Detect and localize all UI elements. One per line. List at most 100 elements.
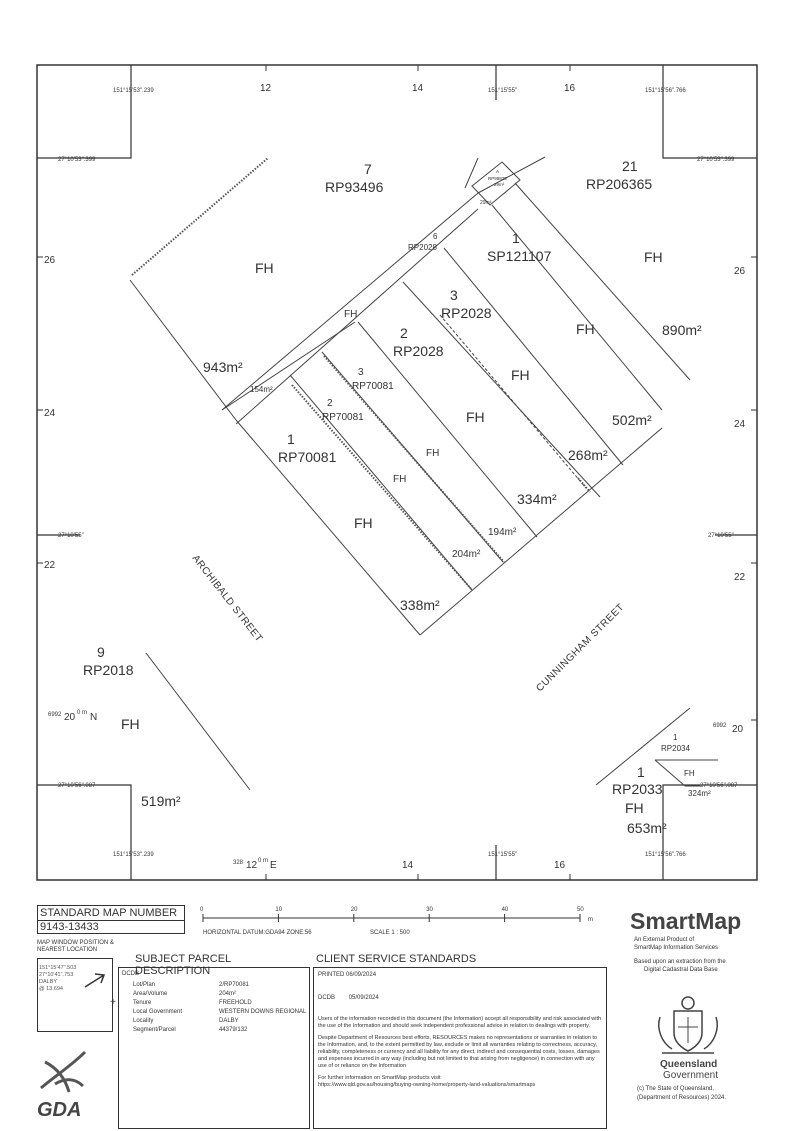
coord-tl-lat: 27°10'53".399 xyxy=(58,157,96,163)
dcdb-label: DCDB xyxy=(318,995,336,1001)
lot-21: 21 xyxy=(622,158,638,174)
smartmap-sub-4: Digital Cadastral Data Base xyxy=(644,967,718,973)
area-338: 338m² xyxy=(400,597,440,613)
tenure-fh-1d: FH xyxy=(625,800,644,816)
lot-7: 7 xyxy=(364,161,372,177)
grid-top-16: 16 xyxy=(564,83,576,94)
grid-right-22: 22 xyxy=(734,572,746,583)
subject-row-label: Area/Volume xyxy=(133,991,168,997)
area-890: 890m² xyxy=(662,322,702,338)
subject-row: Locality DALBY xyxy=(133,1018,309,1025)
subject-row-value: DALBY xyxy=(219,1018,239,1024)
subject-row-value: WESTERN DOWNS REGIONAL xyxy=(219,1009,307,1015)
coord-tm-lon: 151°15'55" xyxy=(488,88,517,94)
subject-row-value: 44379/132 xyxy=(219,1027,248,1033)
direction-arrow-icon xyxy=(84,973,106,988)
area-324: 324m² xyxy=(688,789,711,798)
lot-1-rp2034: 1 xyxy=(673,733,678,742)
tenure-fh-7: FH xyxy=(255,260,274,276)
tenure-fh-3: FH xyxy=(511,367,530,383)
grid-right-24: 24 xyxy=(734,419,746,430)
smartmap-url[interactable]: https://www.qld.gov.au/housing/buying-ow… xyxy=(318,1082,536,1088)
window-zoom: @ 13.694 xyxy=(39,986,63,992)
qld-coat-of-arms-icon xyxy=(658,996,718,1054)
plan-rp2028-6: RP2028 xyxy=(408,243,437,252)
lot-6: 6 xyxy=(433,232,438,241)
smartmap-sub-1: An External Product of xyxy=(634,937,695,943)
grid-top-12: 12 xyxy=(260,83,272,94)
printed-date: PRINTED 06/09/2024 xyxy=(318,972,377,978)
tenure-fh-2b: FH xyxy=(393,474,406,485)
coord-bl-lon: 151°15'53".239 xyxy=(113,852,154,858)
scale-text: SCALE 1 : 500 xyxy=(370,930,410,936)
grid-right-20: 20 xyxy=(732,724,744,735)
lot-1-rp2033: 1 xyxy=(637,764,645,780)
area-204: 204m² xyxy=(452,549,481,560)
tenure-fh-1: FH xyxy=(354,515,373,531)
coord-bl-lat: 27°10'56".087 xyxy=(58,783,96,789)
area-334: 334m² xyxy=(517,491,557,507)
datum-text: HORIZONTAL DATUM:GDA94 ZONE:56 xyxy=(203,930,312,936)
subject-title: SUBJECT PARCEL DESCRIPTION xyxy=(135,953,231,977)
lot-1-rp70081: 1 xyxy=(287,431,295,447)
grid-top-14: 14 xyxy=(412,83,424,94)
area-502: 502m² xyxy=(612,412,652,428)
scale-tick-label: 40 xyxy=(502,907,509,913)
plan-rp2028-3: RP2028 xyxy=(441,305,492,321)
tenure-fh-21: FH xyxy=(644,249,663,265)
window-coord-lon: 151°15'47".503 xyxy=(39,965,77,971)
plan-sp121107: SP121107 xyxy=(487,248,552,264)
scale-tick-label: 20 xyxy=(351,907,358,913)
lot-2-rp70081: 2 xyxy=(327,398,333,409)
northing-suffix: N xyxy=(90,712,97,723)
standard-map-number: 9143-13433 xyxy=(38,920,184,933)
scale-unit: m xyxy=(588,917,593,923)
gda-label: GDA xyxy=(37,1099,81,1120)
tenure-fh-1c: FH xyxy=(684,769,695,778)
coord-br-lon: 151°15'56".766 xyxy=(645,852,686,858)
lot-3: 3 xyxy=(450,287,458,303)
standard-map-box: STANDARD MAP NUMBER 9143-13433 xyxy=(37,905,185,934)
lot-9: 9 xyxy=(97,644,105,660)
grid-ticks xyxy=(37,65,757,880)
qld-name: Queensland xyxy=(660,1059,718,1070)
lot-1-sp: 1 xyxy=(512,230,520,246)
coord-mr-lat: 27°10'55" xyxy=(708,533,734,539)
smartmap-sub-2: SmartMap Information Services xyxy=(634,945,719,951)
grid-left-26: 26 xyxy=(44,255,56,266)
scale-tick-label: 50 xyxy=(577,907,584,913)
plan-rp2018: RP2018 xyxy=(83,662,134,678)
easement-hatching xyxy=(131,157,591,591)
tenure-fh-1sp: FH xyxy=(576,321,595,337)
info-para: For further information on SmartMap prod… xyxy=(318,1075,441,1081)
easting-label: 328 12 0 m E xyxy=(233,858,277,871)
subject-header: DCDB xyxy=(122,971,140,977)
tiny-lot-a: A xyxy=(496,169,499,174)
tiny-lot-area: 29m² xyxy=(494,182,505,187)
small-area-29: 29m² xyxy=(480,200,492,206)
grid-right-26: 26 xyxy=(734,266,746,277)
dcdb-date: 05/09/2024 xyxy=(348,995,379,1001)
window-coords: 151°15'47".503 27°10'41".753 DALBY @ 13.… xyxy=(39,965,76,993)
plus-marker-icon: + xyxy=(110,997,116,1008)
plan-rp2033: RP2033 xyxy=(612,781,663,797)
northing-label: 6992 20 0 m N xyxy=(48,710,97,723)
lot-3-rp70081: 3 xyxy=(358,367,364,378)
coord-tr-lon: 151°15'56".766 xyxy=(645,88,686,94)
subject-row-label: Locality xyxy=(133,1018,154,1024)
street-cunningham: CUNNINGHAM STREET xyxy=(534,602,626,694)
standard-map-label: STANDARD MAP NUMBER xyxy=(40,907,178,919)
subject-row-label: Tenure xyxy=(133,1000,152,1006)
grid-right-northing-prefix: 6992 xyxy=(713,723,727,729)
tiny-lot-plan: RP98825 xyxy=(488,176,507,181)
easting-suffix: E xyxy=(270,860,277,871)
plan-rp2028-2: RP2028 xyxy=(393,343,444,359)
plan-rp93496: RP93496 xyxy=(325,179,384,195)
plan-rp206365: RP206365 xyxy=(586,176,652,192)
scale-tick-label: 10 xyxy=(275,907,282,913)
